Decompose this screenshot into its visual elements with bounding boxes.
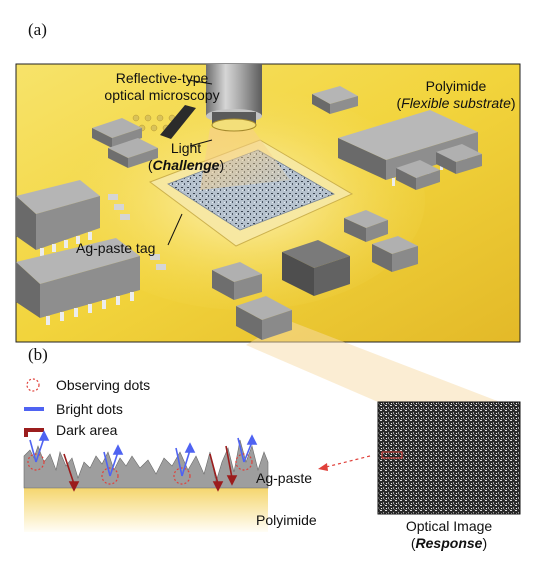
bright-dot-arrows [29, 430, 258, 477]
legend-dark: Dark area [24, 421, 117, 439]
tag-leader [167, 213, 183, 246]
observing-dot-icon [24, 378, 46, 392]
polyimide-layer [24, 488, 268, 532]
chip-upper-left [92, 118, 158, 168]
challenge-label: Challenge [152, 157, 220, 173]
legend-observing-text: Observing dots [56, 377, 151, 393]
legend-bright: Bright dots [24, 400, 123, 418]
microscope-label-line2: optical microscopy [104, 87, 220, 103]
legend-observing: Observing dots [24, 376, 150, 394]
black-component [160, 105, 196, 139]
panel-a-label: (a) [28, 20, 47, 39]
substrate-label-line1: Polyimide [425, 78, 487, 94]
chip-bottom [212, 262, 292, 340]
tag-label: Ag-paste tag [76, 240, 156, 256]
response-pointer-head [318, 463, 328, 471]
light-label-line1: Light [170, 140, 202, 156]
chip-right [282, 86, 482, 296]
bright-dot-icon [24, 402, 46, 416]
response-label: Response [415, 535, 483, 551]
dark-area-arrows [63, 445, 238, 492]
substrate-label: Polyimide (Flexible substrate) [396, 78, 516, 111]
panel-b-label: (b) [28, 345, 48, 364]
agpaste-label: Ag-paste [256, 470, 313, 486]
light-label: Light (Challenge) [136, 140, 236, 174]
microscope-label-line1: Reflective-type [115, 70, 209, 86]
substrate-label-line2: Flexible substrate [401, 95, 511, 111]
legend-dark-text: Dark area [56, 422, 118, 438]
light-leader [189, 139, 213, 147]
polyimide-label: Polyimide [256, 512, 317, 528]
legend-bright-text: Bright dots [56, 401, 123, 417]
projection-beam [246, 320, 500, 402]
ag-paste-layer [23, 439, 269, 489]
observing-dots [27, 453, 253, 485]
response-pointer [321, 455, 371, 469]
microscope-label: Reflective-type optical microscopy [82, 70, 242, 104]
optical-image-label: Optical Image [405, 518, 493, 534]
light-beam [200, 128, 290, 190]
chip-left-large [16, 180, 166, 325]
optical-image-highlight [381, 451, 403, 459]
optical-image-caption: Optical Image (Response) [378, 518, 520, 552]
microscope-leader [187, 79, 213, 85]
dark-area-icon [24, 423, 46, 437]
microscope-objective [206, 64, 262, 132]
